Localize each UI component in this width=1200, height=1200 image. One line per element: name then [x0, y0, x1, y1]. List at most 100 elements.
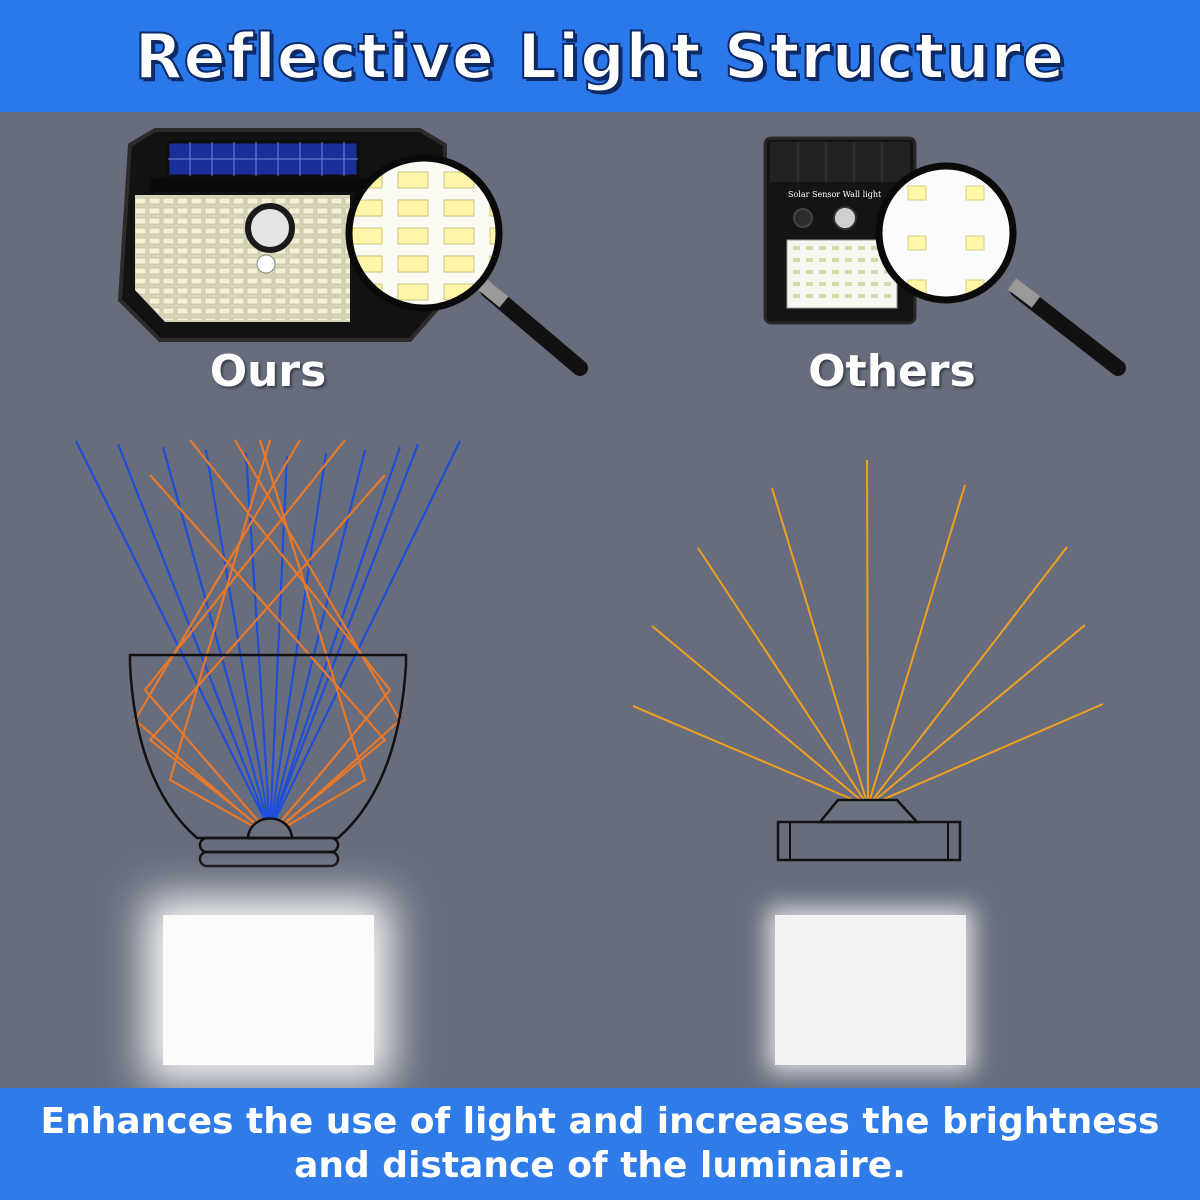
led-cell — [162, 247, 175, 255]
led-cell — [148, 277, 161, 285]
led-cell — [288, 207, 301, 215]
led-cell — [819, 258, 826, 262]
led-cell — [871, 270, 878, 274]
our-solar-light — [117, 128, 588, 376]
led-cell — [162, 257, 175, 265]
led-cell — [274, 287, 287, 295]
led-cell — [176, 247, 189, 255]
led-cell — [316, 297, 329, 305]
solar-panel-icon — [770, 142, 910, 182]
led-cell — [218, 257, 231, 265]
magnifier-icon — [875, 162, 1017, 304]
led-cell — [316, 307, 329, 315]
led-cell — [162, 307, 175, 315]
led-cell — [806, 258, 813, 262]
led-cell — [204, 247, 217, 255]
led-cell — [344, 207, 350, 215]
reflected-light-ray — [133, 439, 301, 831]
led-cell — [232, 267, 245, 275]
led-cell — [330, 277, 343, 285]
led-cell — [302, 307, 315, 315]
led-cell — [148, 237, 161, 245]
led-cell — [858, 282, 865, 286]
led-cell — [316, 217, 329, 225]
led-cell — [832, 294, 839, 298]
led-cell — [246, 297, 259, 305]
led-cell — [316, 207, 329, 215]
led-cell — [274, 307, 287, 315]
led-cell — [302, 227, 315, 235]
led-cell — [148, 227, 161, 235]
led-cell — [135, 277, 147, 285]
magnifier-icon — [345, 154, 503, 312]
led-cell — [871, 282, 878, 286]
led-cell — [232, 207, 245, 215]
led-cell — [176, 197, 189, 205]
led-cell — [330, 317, 343, 320]
led-cell — [344, 317, 350, 320]
led-cell — [316, 277, 329, 285]
led-cell — [204, 217, 217, 225]
led-cell — [204, 227, 217, 235]
led-cell — [218, 247, 231, 255]
led-cell — [288, 247, 301, 255]
led-cell — [845, 246, 852, 250]
product-text: Solar Sensor Wall light — [788, 190, 882, 199]
led-cell — [806, 294, 813, 298]
led-cell — [288, 317, 301, 320]
direct-light-ray — [269, 440, 461, 831]
led-cell — [302, 267, 315, 275]
led-cell — [204, 207, 217, 215]
led-cell — [288, 287, 301, 295]
led-cell — [819, 282, 826, 286]
light-ray — [697, 547, 869, 807]
led-cell — [148, 217, 161, 225]
led-cell — [316, 267, 329, 275]
led-cell — [162, 227, 175, 235]
led-cell — [330, 297, 343, 305]
led-cell — [260, 277, 273, 285]
led-cell — [806, 270, 813, 274]
led-cell — [832, 246, 839, 250]
led-cell — [302, 257, 315, 265]
led-cell — [232, 277, 245, 285]
led-cell — [330, 227, 343, 235]
led-cell — [858, 294, 865, 298]
led-cell — [793, 294, 800, 298]
led-cell — [344, 287, 350, 295]
led-cell — [135, 237, 147, 245]
led-cell — [135, 267, 147, 275]
led-cell — [274, 267, 287, 275]
led-cell — [793, 258, 800, 262]
led-cell — [190, 257, 203, 265]
led-cell — [232, 257, 245, 265]
led-cell — [806, 282, 813, 286]
led-cell — [162, 277, 175, 285]
light-ray — [867, 484, 966, 807]
led-cell — [148, 287, 161, 295]
led-cell — [288, 267, 301, 275]
other-solar-light: Solar Sensor Wall light — [763, 136, 1126, 376]
led-cell — [204, 317, 217, 320]
led-cell — [793, 270, 800, 274]
footer-banner: Enhances the use of light and increases … — [0, 1088, 1200, 1200]
led-cell — [148, 257, 161, 265]
led-cell — [176, 257, 189, 265]
footer-line-1: Enhances the use of light and increases … — [40, 1101, 1160, 1142]
reflected-light-ray — [148, 474, 386, 831]
led-cell — [218, 197, 231, 205]
led-chip — [817, 798, 920, 824]
light-ray — [867, 703, 1104, 807]
led-cell — [330, 207, 343, 215]
led-cell — [302, 217, 315, 225]
led-cell — [316, 247, 329, 255]
reflected-light-ray — [149, 474, 387, 831]
led-cell — [232, 247, 245, 255]
led-cell — [288, 307, 301, 315]
led-cell — [819, 270, 826, 274]
led-cell — [246, 287, 259, 295]
led-cell — [288, 257, 301, 265]
led-cell — [190, 287, 203, 295]
led-cell — [344, 197, 350, 205]
led-cell — [302, 197, 315, 205]
